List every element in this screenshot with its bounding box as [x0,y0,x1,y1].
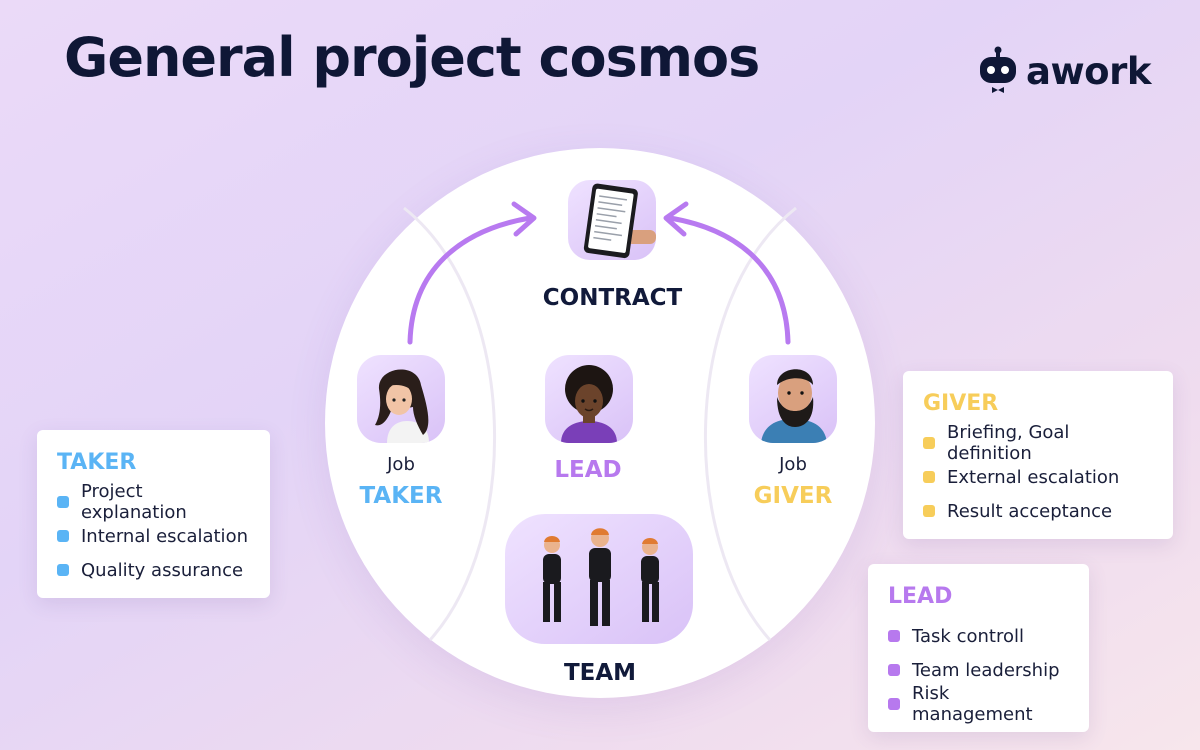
bullet-icon [923,471,935,483]
lead-card-title: LEAD [888,584,953,609]
contract-label: CONTRACT [542,285,683,311]
giver-card-title: GIVER [923,391,999,416]
bullet-icon [57,530,69,542]
list-item: External escalation [923,460,1153,494]
list-item: Team leadership [888,653,1069,687]
lead-label: LEAD [554,457,622,483]
lead-card: LEAD Task controll Team leadership Risk … [868,564,1089,732]
giver-arrow [667,215,791,345]
bullet-icon [888,664,900,676]
taker-card-title: TAKER [57,450,137,475]
list-item: Briefing, Goal definition [923,422,1153,464]
list-item: Internal escalation [57,519,250,553]
giver-card: GIVER Briefing, Goal definition External… [903,371,1173,539]
list-item: Task controll [888,619,1069,653]
taker-card: TAKER Project explanation Internal escal… [37,430,270,598]
taker-card-list: Project explanation Internal escalation … [57,481,250,587]
giver-card-list: Briefing, Goal definition External escal… [923,422,1153,528]
bullet-icon [57,564,69,576]
team-label: TEAM [563,660,637,686]
taker-label: TAKER [359,483,443,509]
bullet-icon [923,437,935,449]
lead-avatar [545,355,633,443]
bullet-icon [888,698,900,710]
robot-logo-icon [980,46,1016,93]
bullet-icon [57,496,69,508]
team-image [505,514,693,644]
bullet-icon [888,630,900,642]
list-item: Project explanation [57,481,250,523]
page-title: General project cosmos [64,26,760,89]
contract-image [568,180,656,260]
taker-avatar [357,355,445,443]
brand-logo: awork [978,46,1151,96]
brand-name: awork [1026,49,1151,93]
giver-label: GIVER [753,483,833,509]
bullet-icon [923,505,935,517]
lead-card-list: Task controll Team leadership Risk manag… [888,619,1069,725]
taker-arrow [407,215,533,345]
giver-prefix: Job [779,454,807,475]
list-item: Risk management [888,683,1069,725]
list-item: Result acceptance [923,494,1153,528]
giver-avatar [749,355,837,443]
taker-prefix: Job [387,454,415,475]
list-item: Quality assurance [57,553,250,587]
